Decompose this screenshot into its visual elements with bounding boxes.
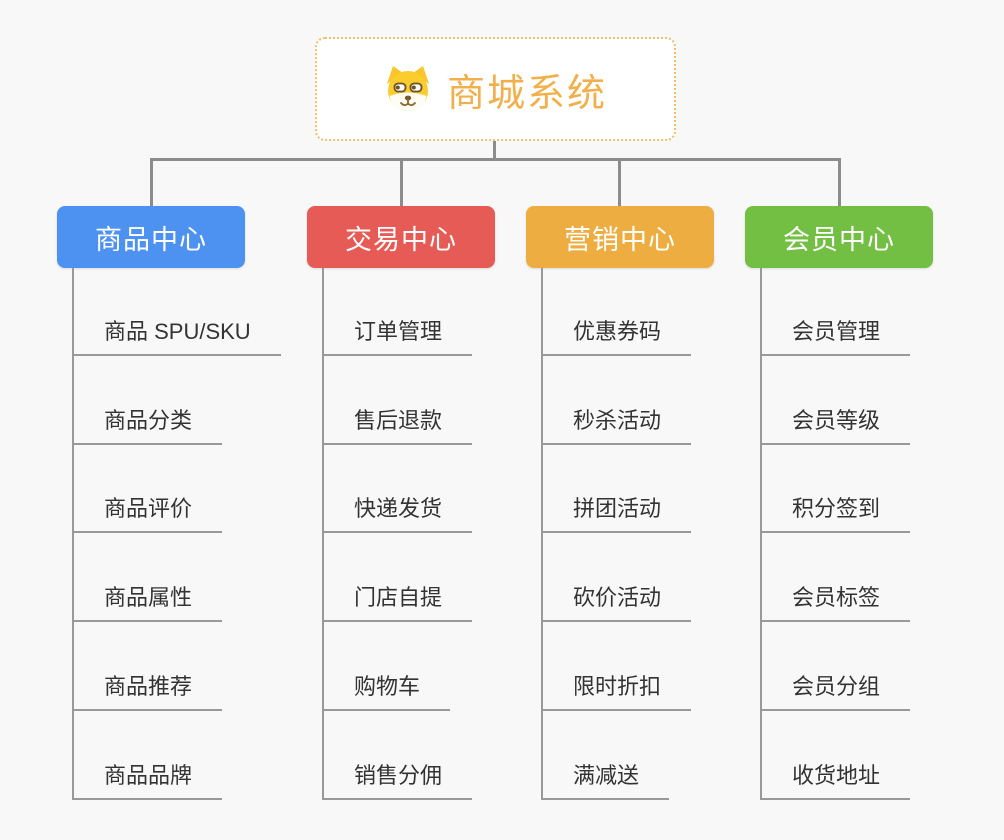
leaf-node[interactable]: 会员等级 [760, 407, 911, 445]
leaf-node[interactable]: 秒杀活动 [541, 407, 692, 445]
connector-trunk-trade [322, 268, 324, 799]
leaf-node[interactable]: 商品评价 [72, 495, 223, 533]
leaf-node[interactable]: 会员标签 [760, 584, 911, 622]
dog-icon [386, 66, 429, 111]
leaf-node[interactable]: 商品属性 [72, 584, 223, 622]
leaf-node[interactable]: 门店自提 [322, 584, 473, 622]
branch-label: 营销中心 [564, 224, 676, 255]
root-node[interactable]: 商城系统 [315, 37, 676, 141]
leaf-node[interactable]: 快递发货 [322, 495, 473, 533]
leaf-node[interactable]: 售后退款 [322, 407, 473, 445]
branch-label: 商品中心 [95, 224, 207, 255]
leaf-node[interactable]: 拼团活动 [541, 495, 692, 533]
connector-trunk-product [72, 268, 74, 799]
branch-label: 交易中心 [345, 224, 457, 255]
leaf-node[interactable]: 满减送 [541, 762, 670, 800]
connector-bus [150, 158, 840, 161]
leaf-node[interactable]: 商品品牌 [72, 762, 223, 800]
connector-drop-product [150, 158, 153, 206]
leaf-node[interactable]: 购物车 [322, 673, 451, 711]
connector-root-drop [493, 141, 496, 161]
leaf-node[interactable]: 优惠券码 [541, 318, 692, 356]
leaf-node[interactable]: 砍价活动 [541, 584, 692, 622]
leaf-node[interactable]: 商品推荐 [72, 673, 223, 711]
branch-label: 会员中心 [783, 224, 895, 255]
leaf-node[interactable]: 会员分组 [760, 673, 911, 711]
leaf-node[interactable]: 订单管理 [322, 318, 473, 356]
leaf-node[interactable]: 商品分类 [72, 407, 223, 445]
connector-drop-marketing [618, 158, 621, 206]
leaf-node[interactable]: 限时折扣 [541, 673, 692, 711]
branch-node-marketing-center[interactable]: 营销中心 [526, 206, 714, 268]
branch-node-trade-center[interactable]: 交易中心 [307, 206, 495, 268]
leaf-node[interactable]: 商品 SPU/SKU [72, 318, 281, 356]
leaf-node[interactable]: 会员管理 [760, 318, 911, 356]
root-label: 商城系统 [446, 72, 607, 115]
leaf-node[interactable]: 销售分佣 [322, 762, 473, 800]
branch-node-member-center[interactable]: 会员中心 [745, 206, 933, 268]
connector-drop-member [838, 158, 841, 206]
connector-trunk-member [760, 268, 762, 799]
leaf-node[interactable]: 积分签到 [760, 495, 911, 533]
leaf-node[interactable]: 收货地址 [760, 762, 911, 800]
connector-drop-trade [400, 158, 403, 206]
connector-trunk-marketing [541, 268, 543, 799]
branch-node-product-center[interactable]: 商品中心 [57, 206, 245, 268]
